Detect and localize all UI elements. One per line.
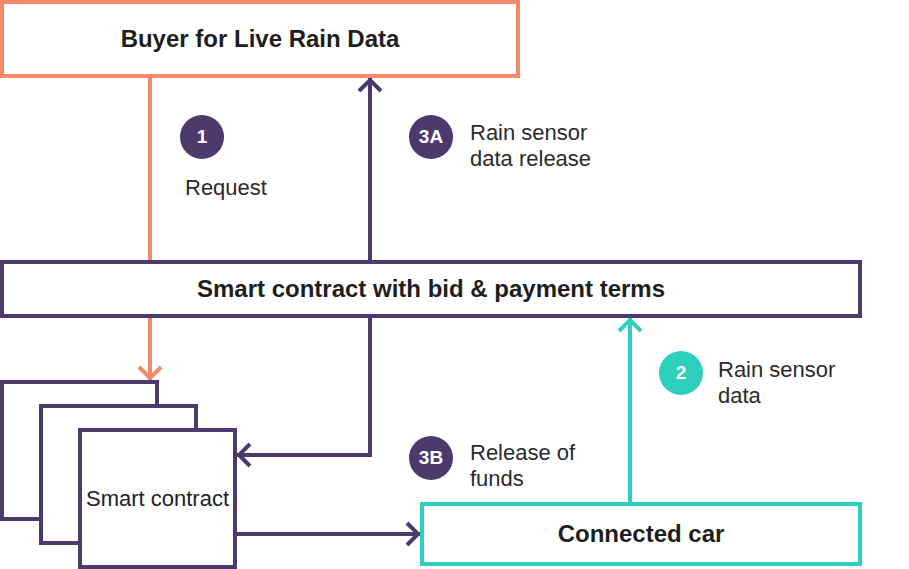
flow-connector (237, 318, 370, 466)
smart-contract-stack: Smart contract (0, 380, 237, 569)
connector-line (237, 318, 370, 455)
edge-label: Request (185, 175, 305, 201)
arrow-head (619, 320, 641, 331)
connector-line (148, 78, 152, 380)
connector-line (237, 532, 420, 536)
buyer-box: Buyer for Live Rain Data (0, 0, 520, 78)
arrow-head (139, 367, 161, 378)
node-label: Smart contract (86, 485, 229, 513)
flow-connector (139, 78, 161, 380)
connector-line (628, 318, 632, 502)
arrow-head (407, 523, 418, 545)
stacked-cards-outline (0, 380, 237, 569)
callout-number: 1 (180, 115, 224, 159)
flow-connector (237, 523, 420, 545)
node-label: Connected car (558, 520, 725, 548)
node-label: Smart contract with bid & payment terms (197, 275, 665, 303)
edge-label: Release of funds (470, 440, 610, 493)
callout-number: 2 (659, 351, 703, 395)
flow-connector (359, 78, 381, 260)
arrow-head (239, 444, 250, 466)
callout-number: 3B (409, 436, 453, 480)
arrow-head (359, 80, 381, 91)
callout-number: 3A (409, 115, 453, 159)
front-card-area: Smart contract (84, 434, 231, 563)
edge-label: Rain sensor data (718, 357, 848, 410)
node-label: Buyer for Live Rain Data (121, 25, 400, 53)
connector-line (368, 78, 372, 260)
flow-connector (619, 318, 641, 502)
contract-card (80, 430, 235, 567)
edge-label: Rain sensor data release (470, 120, 620, 173)
contract-terms-box: Smart contract with bid & payment terms (0, 260, 862, 318)
connected-car-box: Connected car (420, 502, 862, 566)
